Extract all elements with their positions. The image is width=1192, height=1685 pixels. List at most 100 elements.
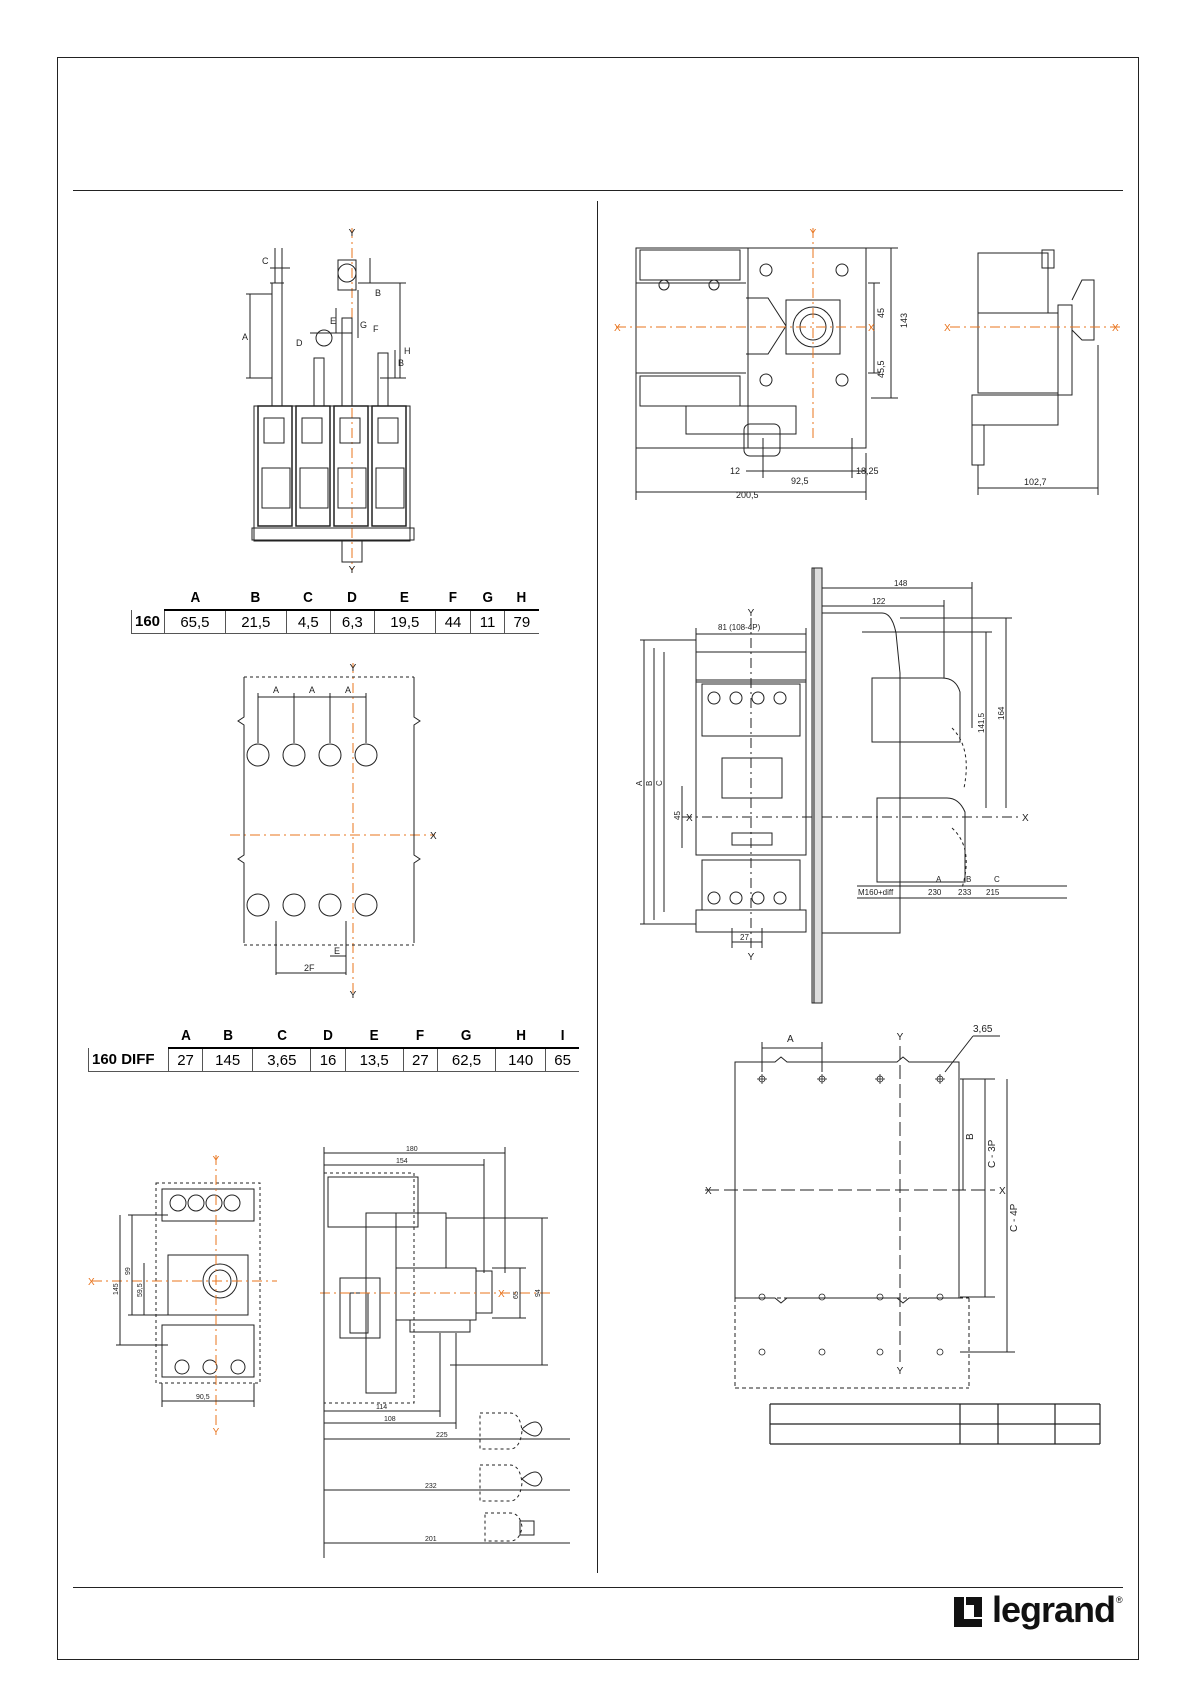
table-160-cell: 44 <box>434 610 471 634</box>
figure-drilling-template: Y Y X A A A E 2F <box>230 663 437 1001</box>
fig2-y-bottom: Y <box>350 990 357 1001</box>
fig5-x-left: X <box>686 813 693 824</box>
table-160-header: F <box>437 585 470 611</box>
table-160-diff-header: A <box>170 1023 201 1049</box>
fig3-dim-143: 143 <box>899 313 909 328</box>
table-160-header: C <box>288 585 329 611</box>
table-160-diff-cell: 3,65 <box>252 1048 311 1072</box>
legrand-mark-icon <box>954 1597 982 1627</box>
fig3-dim-45: 45 <box>876 308 886 318</box>
fig1-y-top: Y <box>349 228 356 239</box>
fig7-dim-90-5: 90,5 <box>196 1394 210 1401</box>
fig5-legend-header-c: C <box>994 875 1000 884</box>
table-160-diff-header: C <box>255 1023 309 1049</box>
legrand-wordmark: legrand <box>992 1589 1116 1630</box>
legrand-logo: legrand ® <box>952 1589 1127 1633</box>
fig6-dim-b: B <box>965 1133 976 1140</box>
fig1-label-a: A <box>242 332 248 342</box>
fig5-legend-header-a: A <box>936 875 942 884</box>
fig2-label-e: E <box>334 946 340 956</box>
fig5-dim-a: A <box>635 780 644 786</box>
fig3-dim-200-5: 200,5 <box>736 490 759 500</box>
fig8-x-right: X <box>498 1289 505 1300</box>
fig2-label-a3: A <box>345 685 351 695</box>
fig6-x-right: X <box>999 1186 1006 1197</box>
fig5-dim-164: 164 <box>997 706 1006 720</box>
table-160-header: B <box>228 585 284 611</box>
table-160-diff-header: B <box>205 1023 251 1049</box>
fig4-dim-102-7: 102,7 <box>1024 477 1047 487</box>
fig1-label-b-bottom: B <box>398 358 404 368</box>
table-160-row-label: 160 <box>131 610 165 634</box>
figure-front-view-handle: Y Y X 99 59,5 145 90,5 <box>88 1155 277 1438</box>
table-160-diff-header: H <box>498 1023 544 1049</box>
table-160-diff-row-label: 160 DIFF <box>88 1048 169 1072</box>
table-160-header: E <box>377 585 433 611</box>
fig5-legend-value: 230 <box>928 888 942 897</box>
fig5-legend-row-label: M160+diff <box>858 888 894 897</box>
figure-drilling-template-4p: Y Y X X A 3,65 B C - 3P C - 4P <box>705 1024 1020 1389</box>
fig2-label-a1: A <box>273 685 279 695</box>
fig6-y-bottom: Y <box>897 1366 904 1377</box>
figure-front-view-motor: Y X X 45 143 45,5 12 92,5 18,25 200,5 <box>614 228 909 500</box>
table-160-diff-header: G <box>440 1023 493 1049</box>
fig7-dim-145: 145 <box>113 1283 120 1295</box>
fig3-x-left: X <box>614 323 621 334</box>
column-divider <box>597 201 598 1573</box>
fig1-label-g: G <box>360 320 367 330</box>
table-160-diff-cell: 27 <box>402 1048 438 1072</box>
empty-dimension-table <box>769 1403 1101 1445</box>
fig1-label-e: E <box>330 316 336 326</box>
fig4-x-right: X <box>1112 323 1119 334</box>
footer-rule <box>73 1587 1123 1588</box>
table-160-cell: 4,5 <box>285 610 331 634</box>
fig7-x-left: X <box>88 1277 95 1288</box>
fig5-dim-122: 122 <box>872 597 886 606</box>
table-160-diff-cell: 65 <box>545 1048 579 1072</box>
fig5-y-bottom: Y <box>748 952 755 963</box>
fig7-y-top: Y <box>213 1155 220 1166</box>
fig7-y-bottom: Y <box>213 1427 220 1438</box>
table-160-diff-header: I <box>547 1023 578 1049</box>
fig3-dim-45-5: 45,5 <box>876 360 886 378</box>
fig7-dim-59-5: 59,5 <box>137 1283 144 1297</box>
fig3-dim-92-5: 92,5 <box>791 476 809 486</box>
fig8-dim-232: 232 <box>425 1483 437 1490</box>
fig6-dim-c-3p: C - 3P <box>987 1139 998 1168</box>
fig1-y-bottom: Y <box>349 565 356 576</box>
fig5-legend-value: 215 <box>986 888 1000 897</box>
page-frame <box>57 57 1139 1660</box>
table-160-diff-cell: 145 <box>202 1048 253 1072</box>
figure-diff-assembly: Y Y X X 81 (108-4P) A B C 45 27 148 122 … <box>635 567 1067 1004</box>
fig5-dim-45: 45 <box>673 811 682 820</box>
fig6-dim-a: A <box>787 1034 794 1045</box>
table-160-cell: 11 <box>470 610 505 634</box>
fig8-dim-108: 108 <box>384 1416 396 1423</box>
fig6-x-left: X <box>705 1186 712 1197</box>
figure-side-view-motor: X X 102,7 <box>944 249 1120 495</box>
fig2-label-a2: A <box>309 685 315 695</box>
fig8-dim-201: 201 <box>425 1536 437 1543</box>
table-160-header: D <box>332 585 373 611</box>
fig5-y-top: Y <box>748 608 755 619</box>
fig3-y: Y <box>810 228 817 239</box>
fig5-dim-81: 81 (108-4P) <box>718 623 761 632</box>
fig1-label-c: C <box>262 256 269 266</box>
table-160: A B C D E F G H 160 65,5 21,5 4,5 6,3 19… <box>131 585 539 634</box>
fig5-dim-27: 27 <box>740 933 749 942</box>
table-160-diff: A B C D E F G H I 160 DIFF 27 145 3,65 1… <box>88 1023 579 1072</box>
fig5-x-right: X <box>1022 813 1029 824</box>
fig3-dim-18-25: 18,25 <box>856 466 879 476</box>
fig8-dim-154: 154 <box>396 1158 408 1165</box>
registered-mark: ® <box>1116 1595 1123 1605</box>
fig5-dim-148: 148 <box>894 579 908 588</box>
fig2-x: X <box>430 831 437 842</box>
fig3-dim-12: 12 <box>730 466 740 476</box>
table-160-diff-cell: 62,5 <box>436 1048 496 1072</box>
figure-terminal-dimensions: Y Y C D A B G E F H B <box>242 228 415 576</box>
fig1-label-h: H <box>404 346 411 356</box>
fig6-dim-c-4p: C - 4P <box>1009 1203 1020 1232</box>
fig5-legend-header-b: B <box>966 875 971 884</box>
table-160-diff-header: F <box>405 1023 436 1049</box>
table-160-header: A <box>167 585 223 611</box>
